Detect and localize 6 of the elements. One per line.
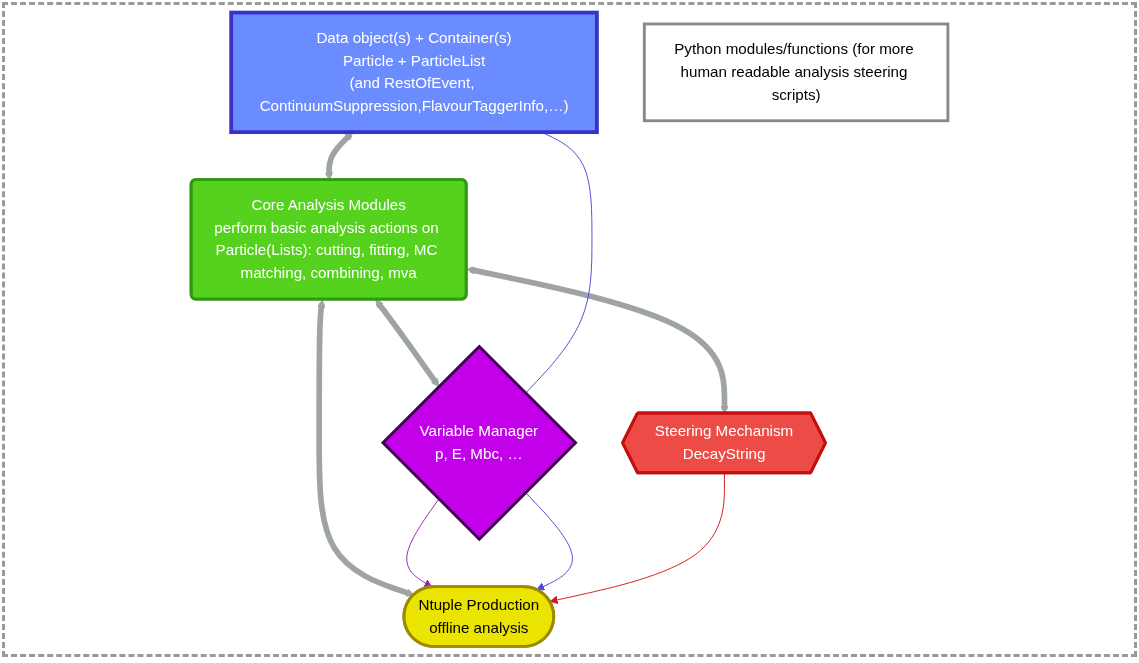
arrow (324, 132, 353, 181)
node-box: Python modules/functions (for more human readable analysis steering scripts) (642, 22, 950, 123)
arrow (316, 299, 415, 597)
node-diamond: Variable Manager p, E, Mbc, … (380, 344, 578, 542)
arrow (375, 299, 440, 387)
node-box: Data object(s) + Container(s) Particle + ParticleList (and RestOfEvent, ContinuumSuppression,FlavourTaggerInfo,…) (229, 10, 599, 134)
